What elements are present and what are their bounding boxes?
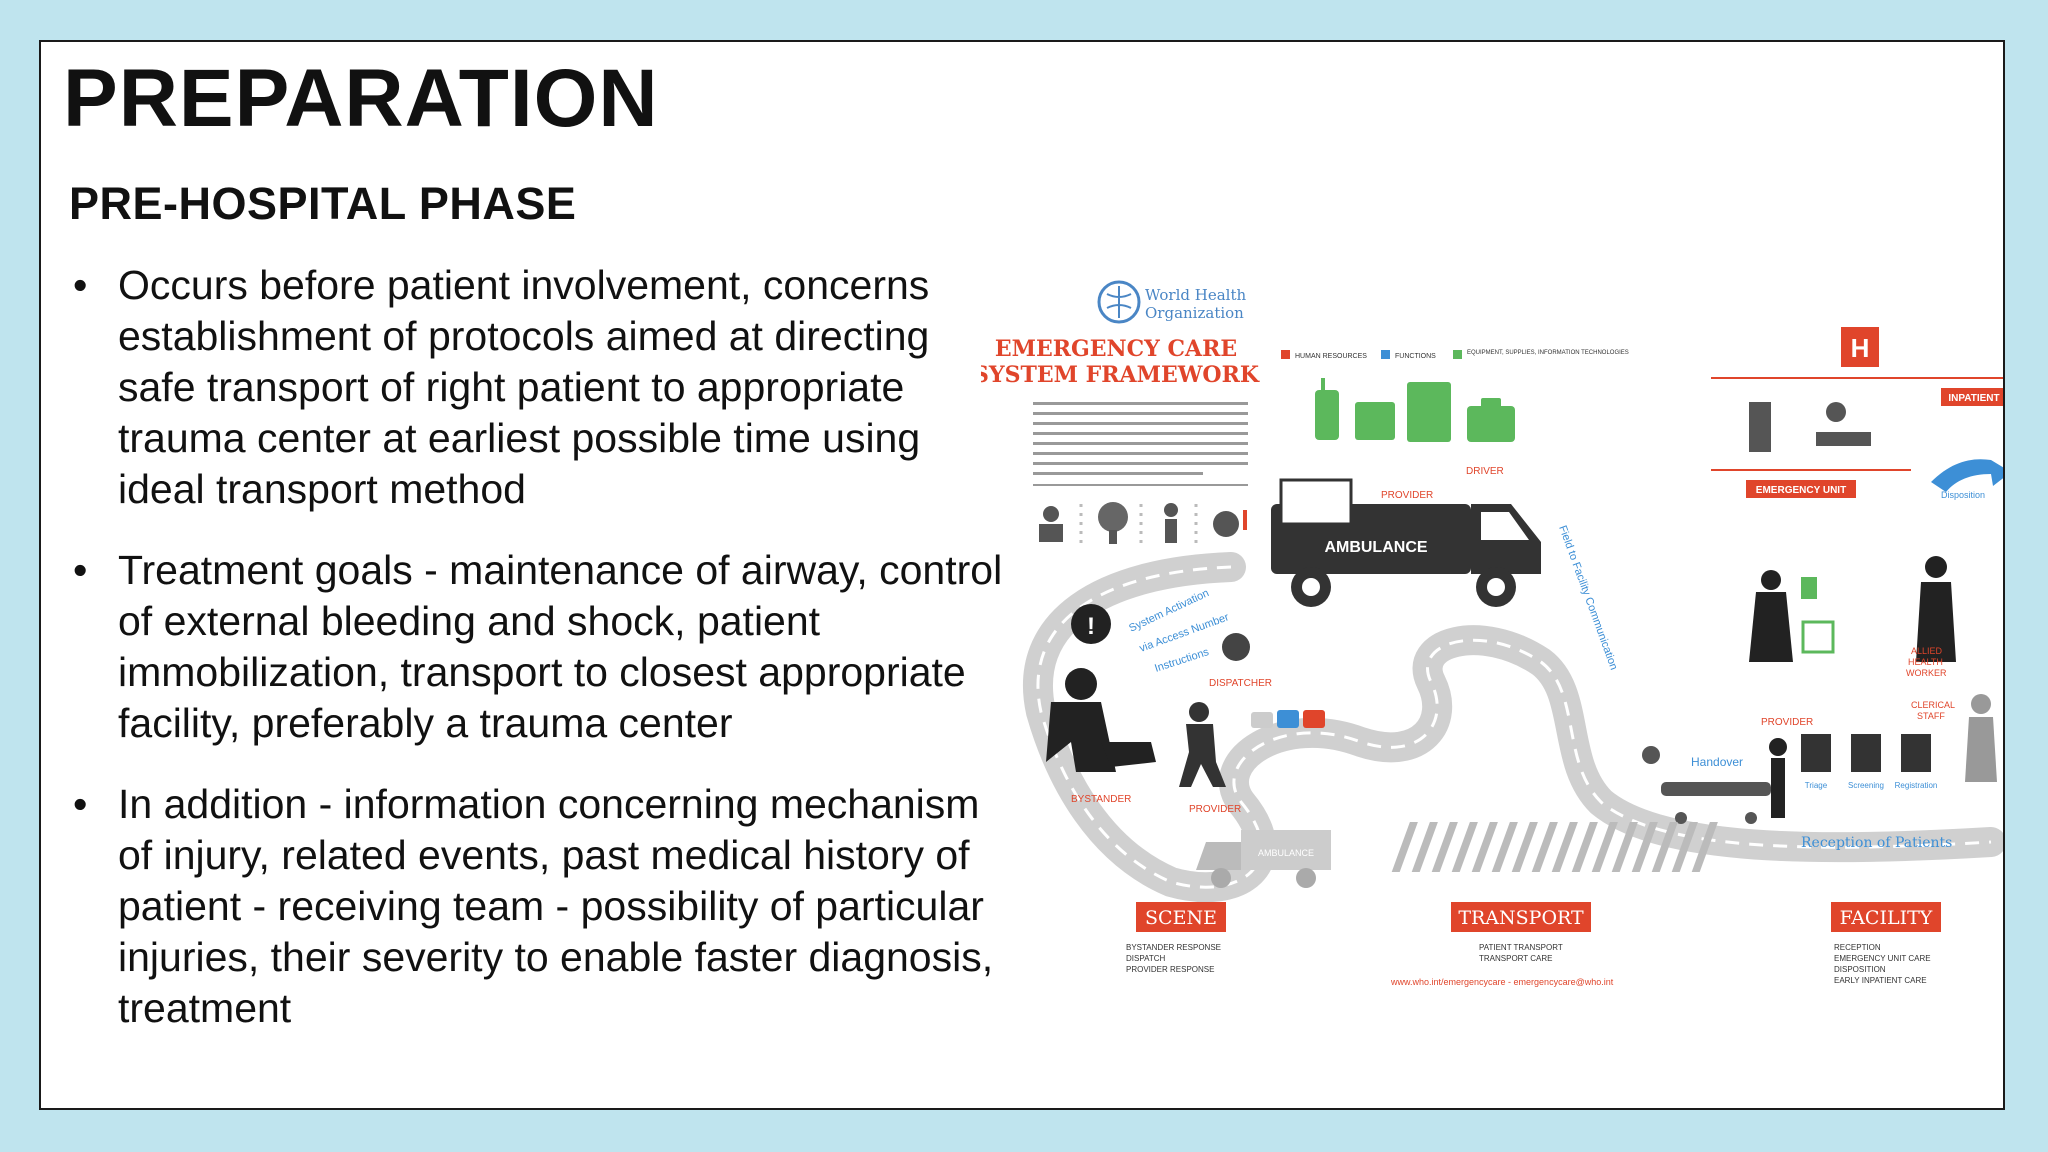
slide-subtitle: PRE-HOSPITAL PHASE bbox=[69, 178, 577, 229]
provider-handover-label: PROVIDER bbox=[1761, 717, 1813, 728]
equipment-icons bbox=[1315, 378, 1515, 442]
disposition-arrow-icon bbox=[1931, 459, 2003, 492]
screening-label: Screening bbox=[1848, 781, 1884, 790]
handover-label: Handover bbox=[1691, 755, 1743, 769]
phase-scene-item: BYSTANDER RESPONSE bbox=[1126, 943, 1221, 952]
handover-stretcher-icon bbox=[1642, 738, 1787, 824]
bullet-dot-icon: • bbox=[73, 781, 88, 827]
allied-health-label-2: HEALTH bbox=[1908, 657, 1943, 667]
bystander-label: BYSTANDER bbox=[1071, 794, 1131, 805]
slide-title: PREPARATION bbox=[63, 53, 659, 144]
field-to-facility-label: Field to Facility Communication bbox=[1556, 524, 1620, 672]
legend-human-resources: HUMAN RESOURCES bbox=[1295, 353, 1367, 360]
alert-icon bbox=[1071, 604, 1111, 644]
hospital-icon bbox=[1841, 327, 1879, 367]
emergency-unit-badge bbox=[1746, 480, 1856, 498]
framework-title-line1: EMERGENCY CARE bbox=[995, 336, 1237, 362]
emergency-unit-staff-icons bbox=[1749, 556, 1956, 662]
phase-facility-item: RECEPTION bbox=[1834, 943, 1881, 952]
who-name-line1: World Health bbox=[1145, 286, 1246, 304]
who-name-line2: Organization bbox=[1145, 304, 1244, 322]
slide: PREPARATION PRE-HOSPITAL PHASE •Occurs b… bbox=[39, 40, 2005, 1110]
ambulance-illustration: AMBULANCE bbox=[1271, 478, 1541, 607]
hospital-letter: H bbox=[1851, 333, 1870, 363]
ambulance-small-illustration: AMBULANCE bbox=[1196, 830, 1331, 888]
clerical-label-1: CLERICAL bbox=[1911, 700, 1955, 710]
phase-scene-title: SCENE bbox=[1145, 907, 1217, 929]
legend-functions: FUNCTIONS bbox=[1395, 353, 1436, 360]
phase-facility-item: DISPOSITION bbox=[1834, 965, 1886, 974]
reception-crosswalk bbox=[1391, 822, 1718, 872]
who-logo-icon bbox=[1097, 280, 1141, 324]
scene-icons-row bbox=[1039, 502, 1247, 544]
bullet-list: •Occurs before patient involvement, conc… bbox=[63, 260, 1013, 1064]
bullet-item: •Treatment goals - maintenance of airway… bbox=[73, 547, 1003, 746]
triage-label: Triage bbox=[1805, 781, 1828, 790]
allied-health-label-1: ALLIED bbox=[1911, 646, 1943, 656]
provider-scene-label: PROVIDER bbox=[1189, 804, 1241, 815]
dispatch-vehicles-icon bbox=[1251, 710, 1325, 728]
clerical-staff-icon bbox=[1965, 694, 1997, 782]
phase-transport-item: PATIENT TRANSPORT bbox=[1479, 943, 1563, 952]
framework-title-line2: SYSTEM FRAMEWORK bbox=[981, 362, 1260, 388]
svg-text:!: ! bbox=[1087, 613, 1095, 640]
bullet-dot-icon: • bbox=[73, 547, 88, 593]
provider-top-label: PROVIDER bbox=[1381, 490, 1433, 501]
phase-transport-title: TRANSPORT bbox=[1458, 907, 1584, 929]
inpatient-badge bbox=[1941, 388, 2003, 406]
clerical-label-2: STAFF bbox=[1917, 711, 1945, 721]
ambulance-small-label: AMBULANCE bbox=[1258, 848, 1314, 858]
registration-label: Registration bbox=[1895, 781, 1938, 790]
phase-facility-item: EARLY INPATIENT CARE bbox=[1834, 976, 1927, 985]
phase-transport-item: TRANSPORT CARE bbox=[1479, 954, 1553, 963]
dispatcher-icon bbox=[1222, 633, 1250, 661]
phase-facility-title: FACILITY bbox=[1840, 907, 1933, 929]
clipboard-icons bbox=[1801, 734, 1931, 772]
ambulance-label: AMBULANCE bbox=[1324, 539, 1427, 556]
dispatcher-label: DISPATCHER bbox=[1209, 678, 1272, 689]
bystander-figure-icon bbox=[1046, 668, 1156, 772]
footer-url: www.who.int/emergencycare - emergencycar… bbox=[1390, 977, 1614, 987]
inpatient-icons bbox=[1749, 402, 1871, 452]
phase-scene-badge bbox=[1136, 902, 1226, 932]
allied-health-label-3: WORKER bbox=[1906, 668, 1947, 678]
bullet-item: •In addition - information concerning me… bbox=[73, 781, 994, 1031]
phase-facility-badge bbox=[1831, 902, 1941, 932]
emergency-unit-label: EMERGENCY UNIT bbox=[1756, 485, 1846, 496]
emergency-care-framework-infographic: World Health Organization EMERGENCY CARE… bbox=[973, 242, 2003, 1022]
reception-label: Reception of Patients bbox=[1801, 835, 1952, 851]
bullet-item: •Occurs before patient involvement, conc… bbox=[73, 262, 930, 512]
phase-scene-item: DISPATCH bbox=[1126, 954, 1165, 963]
driver-label: DRIVER bbox=[1466, 466, 1504, 477]
bullet-dot-icon: • bbox=[73, 262, 88, 308]
inpatient-label: INPATIENT bbox=[1948, 393, 1999, 404]
legend-equipment: EQUIPMENT, SUPPLIES, INFORMATION TECHNOL… bbox=[1467, 350, 1629, 356]
provider-scene-figure-icon bbox=[1179, 702, 1226, 787]
phase-transport-badge bbox=[1451, 902, 1591, 932]
instructions-label: Instructions bbox=[1153, 646, 1211, 675]
disposition-label: Disposition bbox=[1941, 490, 1985, 500]
phase-scene-item: PROVIDER RESPONSE bbox=[1126, 965, 1214, 974]
phase-facility-item: EMERGENCY UNIT CARE bbox=[1834, 954, 1931, 963]
